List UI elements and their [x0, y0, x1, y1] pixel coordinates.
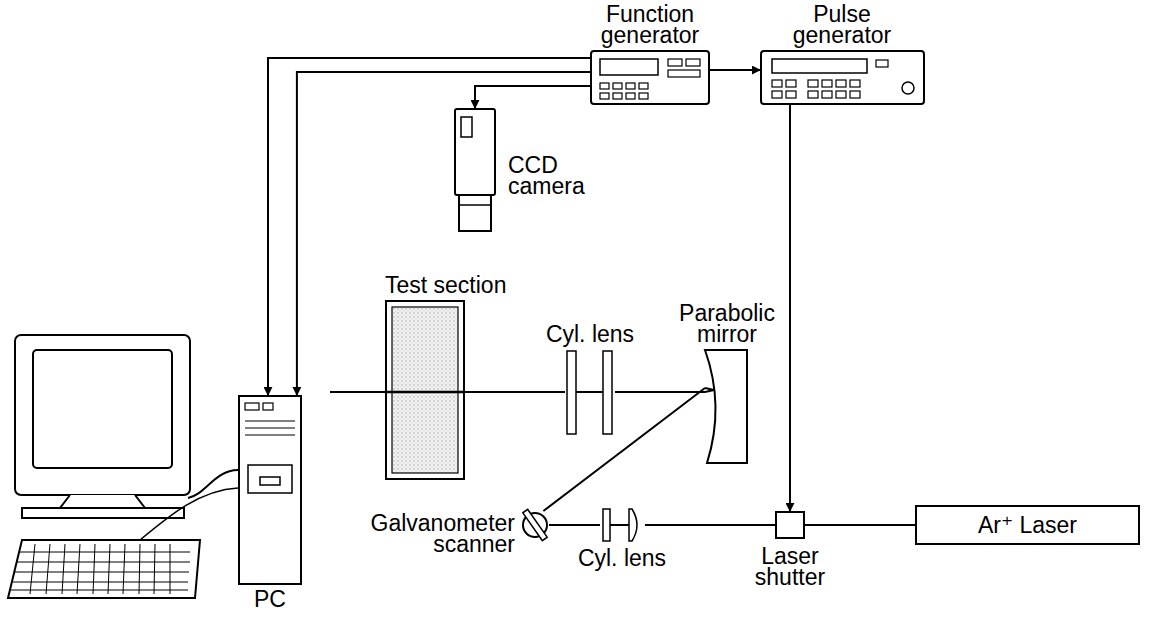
- pc-tower-outline: [238, 395, 302, 585]
- component-label: Parabolic mirror: [667, 303, 787, 345]
- component-label: Cyl. lens: [530, 324, 650, 345]
- laser-shutter: Laser shutter: [775, 511, 805, 539]
- galvanometer-scanner-outline: [521, 511, 549, 539]
- laser-beam: [805, 524, 915, 526]
- function-generator-outline: [590, 50, 710, 105]
- component-label: CCD camera: [508, 155, 598, 197]
- test-section: Test section: [385, 300, 465, 480]
- ccd-camera-outline: [452, 108, 498, 232]
- pulse-generator: Pulse generator: [760, 50, 925, 105]
- component-label: Laser shutter: [740, 546, 840, 588]
- component-label: Test section: [385, 275, 585, 296]
- component-label: Ar⁺ Laser: [978, 515, 1077, 536]
- component-label: Galvanometer scanner: [315, 513, 515, 555]
- signal-wire: [789, 105, 791, 511]
- laser-beam: [465, 391, 565, 393]
- cylindrical-lens-outline: [565, 350, 615, 435]
- cylindrical-lens-outline: [600, 508, 645, 542]
- cylindrical-lens: Cyl. lens: [600, 508, 645, 542]
- test-section-outline: [385, 300, 465, 480]
- laser-shutter-outline: [775, 511, 805, 539]
- parabolic-mirror: Parabolic mirror: [705, 350, 750, 463]
- parabolic-mirror-outline: [705, 350, 750, 463]
- signal-wire: [710, 69, 760, 71]
- component-label: Function generator: [585, 4, 715, 46]
- laser-beam: [549, 524, 600, 526]
- galvanometer-scanner: Galvanometer scanner: [521, 511, 549, 539]
- function-generator: Function generator: [590, 50, 710, 105]
- signal-wire: [475, 86, 590, 108]
- laser-beam: [615, 391, 705, 393]
- component-label: Cyl. lens: [562, 548, 682, 569]
- component-label: PC: [240, 589, 300, 610]
- laser-beam: [645, 524, 775, 526]
- pc-tower: PC: [238, 395, 302, 585]
- component-label: Pulse generator: [777, 4, 907, 46]
- ccd-camera: CCD camera: [452, 108, 498, 232]
- pulse-generator-outline: [760, 50, 925, 105]
- cylindrical-lens: Cyl. lens: [565, 350, 615, 435]
- laser-source: Ar⁺ Laser: [915, 505, 1140, 545]
